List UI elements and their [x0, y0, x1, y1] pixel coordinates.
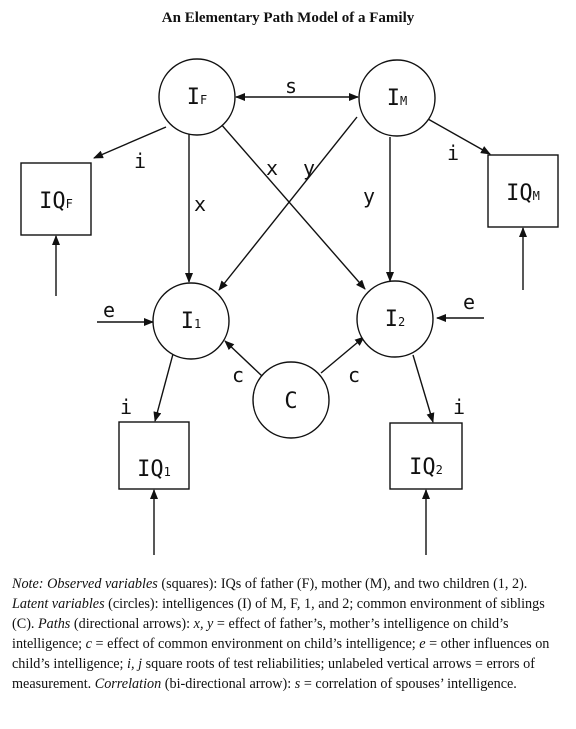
- edge-label-y-M2: y: [363, 184, 375, 208]
- latent-node-IF: IF: [158, 58, 236, 136]
- observed-node-IQ2-subscript: 2: [436, 463, 443, 477]
- path-IM-to-IQM: [427, 118, 491, 155]
- observed-node-IQ1: IQ1: [118, 421, 190, 490]
- edge-label-e-2: e: [463, 290, 475, 314]
- edge-label-c-2: c: [348, 363, 360, 387]
- note-latent-text: (circles): intelligences (I) of M, F, 1,…: [12, 596, 545, 632]
- edge-label-e-1: e: [103, 298, 115, 322]
- svg-text:IQ2: IQ2: [409, 455, 443, 480]
- path-IF-to-I2: [219, 122, 366, 290]
- observed-node-IQF-subscript: F: [66, 197, 73, 211]
- svg-text:IQM: IQM: [506, 181, 540, 206]
- path-IM-to-I1: [218, 116, 358, 291]
- latent-node-I2-subscript: 2: [398, 315, 405, 329]
- note-xy-text: = effect of father’s, mother’s intellige…: [12, 616, 509, 652]
- svg-text:I1: I1: [181, 309, 201, 334]
- edge-label-i-M: i: [447, 141, 459, 165]
- edge-label-s: s: [285, 74, 297, 98]
- latent-node-I1-label: I: [181, 309, 194, 334]
- edge-label-x-F1: x: [194, 192, 206, 216]
- svg-text:IQF: IQF: [39, 189, 73, 214]
- path-IF-to-IQF: [93, 126, 167, 159]
- edge-label-c-1: c: [232, 363, 244, 387]
- latent-node-C: C: [252, 361, 330, 439]
- svg-text:IQ1: IQ1: [137, 457, 171, 482]
- path-C-to-I2: [320, 336, 365, 374]
- latent-node-C-label: C: [284, 389, 297, 414]
- edge-label-i-2: i: [453, 395, 465, 419]
- note-correlation-text: (bi-directional arrow):: [161, 676, 295, 692]
- observed-node-IQ2-label: IQ: [409, 455, 436, 480]
- latent-node-I2: I2: [356, 280, 434, 358]
- observed-node-IQF: IQF: [20, 162, 92, 236]
- svg-text:IM: IM: [387, 86, 407, 111]
- latent-node-IM-label: I: [387, 86, 400, 111]
- latent-node-I1: I1: [152, 282, 230, 360]
- note-s-text: = correlation of spouses’ intelligence.: [300, 676, 517, 692]
- observed-node-IQ2: IQ2: [389, 422, 463, 490]
- diagram-title: An Elementary Path Model of a Family: [161, 10, 415, 26]
- path-model-diagram: IF IM I1 I2 C IQF IQM IQ1 IQ2 s i i x x …: [20, 58, 559, 555]
- svg-text:I2: I2: [385, 307, 405, 332]
- note-c-symbol: c: [85, 636, 92, 652]
- latent-node-IF-label: I: [187, 85, 200, 110]
- note-e-symbol: e: [419, 636, 426, 652]
- latent-node-I1-subscript: 1: [194, 317, 201, 331]
- diagram-note: Note: Observed variables (squares): IQs …: [12, 574, 564, 694]
- note-latent-heading: Latent variables: [12, 596, 105, 612]
- observed-node-IQ1-label: IQ: [137, 457, 164, 482]
- note-xy-symbols: x, y: [193, 616, 214, 632]
- edge-label-i-1: i: [120, 395, 132, 419]
- edge-label-x-M1: x: [266, 156, 278, 180]
- note-observed-text: (squares): IQs of father (F), mother (M)…: [157, 576, 528, 592]
- path-I2-to-IQ2: [412, 354, 435, 423]
- observed-node-IQM-subscript: M: [533, 189, 540, 203]
- observed-node-IQF-label: IQ: [39, 189, 66, 214]
- note-ij-symbols: i, j: [127, 656, 143, 672]
- note-paths-heading: Paths: [38, 616, 71, 632]
- note-c-text: = effect of common environment on child’…: [91, 636, 420, 652]
- edge-label-y-F2: y: [303, 156, 315, 180]
- note-e-text: = other influences on child’s intelligen…: [12, 636, 550, 672]
- svg-text:IF: IF: [187, 85, 207, 110]
- observed-node-IQM: IQM: [487, 154, 559, 228]
- latent-node-I2-label: I: [385, 307, 398, 332]
- path-C-to-I1: [224, 340, 263, 377]
- edge-label-i-F: i: [134, 149, 146, 173]
- observed-node-IQ1-subscript: 1: [164, 465, 171, 479]
- note-ij-text: square roots of test reliabilities; unla…: [12, 656, 535, 692]
- latent-node-IM: IM: [358, 59, 436, 137]
- note-observed-heading: Note: Observed variables: [12, 576, 158, 592]
- latent-node-IF-subscript: F: [200, 93, 207, 107]
- observed-node-IQM-label: IQ: [506, 181, 533, 206]
- latent-node-IM-subscript: M: [400, 94, 407, 108]
- path-I1-to-IQ1: [153, 353, 174, 422]
- note-paths-text: (directional arrows):: [70, 616, 194, 632]
- note-correlation-heading: Correlation: [94, 676, 162, 692]
- note-s-symbol: s: [294, 676, 301, 692]
